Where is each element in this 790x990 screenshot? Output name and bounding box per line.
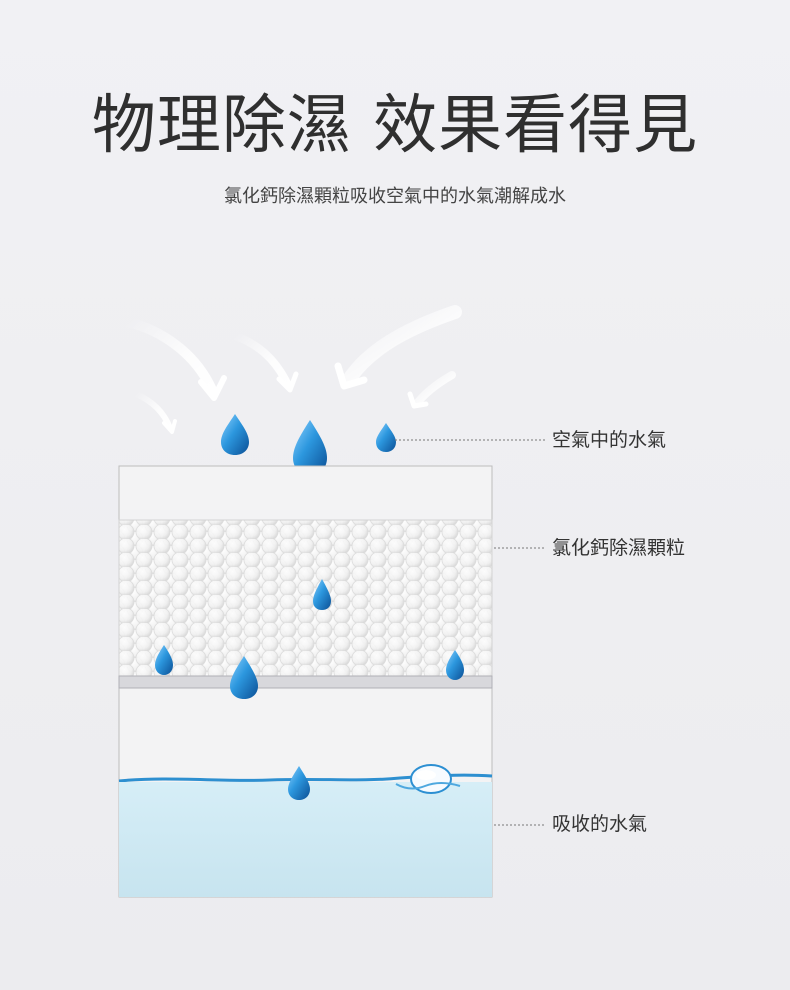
water-drop-icon bbox=[376, 423, 396, 452]
arrow-icon bbox=[133, 391, 173, 431]
arrow-icon bbox=[198, 375, 227, 401]
water-drop-icon bbox=[221, 414, 249, 455]
mesh-separator bbox=[118, 675, 493, 689]
water-drop-icon bbox=[155, 645, 173, 675]
leader-lines bbox=[386, 439, 545, 826]
page-subtitle: 氯化鈣除濕顆粒吸收空氣中的水氣潮解成水 bbox=[224, 186, 566, 207]
water-drop-icon bbox=[230, 656, 258, 699]
arrow-icon bbox=[414, 371, 456, 406]
water-drop-icon bbox=[293, 420, 327, 475]
air-moisture-label: 空氣中的水氣 bbox=[552, 429, 667, 451]
splash-line bbox=[395, 782, 461, 790]
arrow-icon bbox=[162, 419, 177, 434]
arrow-icon bbox=[407, 391, 429, 409]
air-flow-arrows bbox=[123, 305, 462, 434]
calcium-chloride-granules-label: 氯化鈣除濕顆粒 bbox=[552, 537, 686, 559]
air-moisture-drops bbox=[221, 414, 396, 475]
water-area bbox=[119, 782, 492, 897]
water-drop-icon bbox=[313, 579, 331, 610]
water-drop-icon bbox=[446, 650, 464, 680]
absorbed-drops bbox=[155, 579, 464, 800]
absorbed-moisture-label: 吸收的水氣 bbox=[552, 813, 648, 835]
cross-section-panel bbox=[118, 465, 493, 898]
water-drop-icon bbox=[288, 766, 310, 800]
arrow-icon bbox=[334, 362, 368, 390]
arrow-icon bbox=[123, 317, 217, 395]
arrow-icon bbox=[276, 371, 299, 393]
granule-layer-offset bbox=[119, 520, 492, 678]
bubble-highlight bbox=[416, 770, 436, 780]
page-title: 物理除濕 效果看得見 bbox=[91, 89, 699, 163]
arrow-icon bbox=[231, 332, 292, 389]
arrow-icon bbox=[343, 305, 462, 385]
